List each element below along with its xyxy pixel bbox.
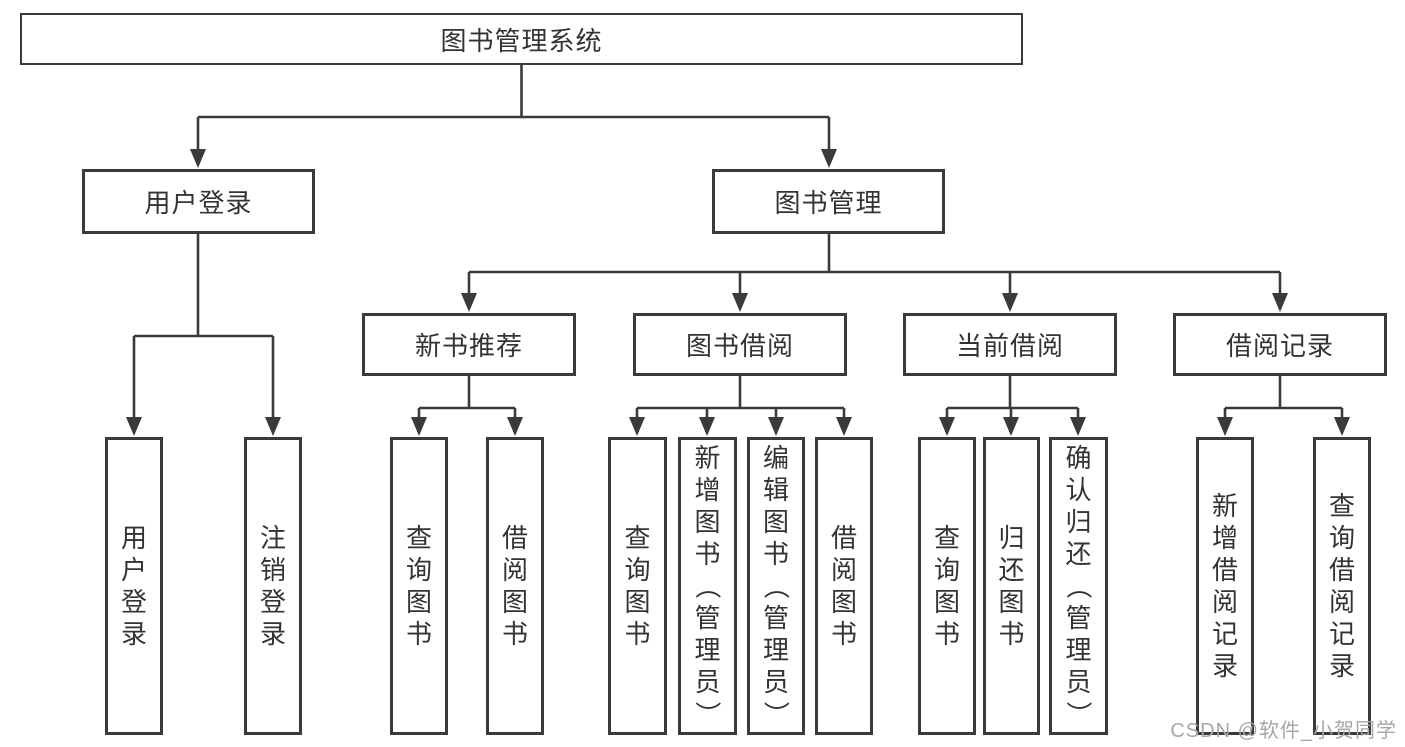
- node-user-login-label: 用户登录: [144, 188, 253, 218]
- node-leaf-bb-edit-books: 编辑图书（管理员）: [747, 437, 805, 735]
- node-leaf-cb-query-books-label: 查询图书: [933, 523, 960, 649]
- node-leaf-br-add-record: 新增借阅记录: [1196, 437, 1254, 735]
- node-leaf-logout-label: 注销登录: [259, 523, 286, 649]
- node-leaf-bb-borrow-books-label: 借阅图书: [830, 523, 857, 649]
- node-borrowing-records: 借阅记录: [1173, 313, 1387, 376]
- node-leaf-bb-borrow-books: 借阅图书: [815, 437, 873, 735]
- node-leaf-bb-edit-books-label: 编辑图书（管理员）: [761, 443, 791, 727]
- node-leaf-rec-borrow-books-label: 借阅图书: [501, 523, 528, 649]
- node-leaf-br-query-record-label: 查询借阅记录: [1328, 491, 1355, 681]
- node-leaf-br-query-record: 查询借阅记录: [1313, 437, 1371, 735]
- node-book-management: 图书管理: [712, 169, 945, 234]
- node-leaf-br-add-record-label: 新增借阅记录: [1211, 491, 1238, 681]
- node-book-borrowing-label: 图书借阅: [685, 331, 794, 361]
- node-current-borrowing-label: 当前借阅: [955, 331, 1064, 361]
- node-leaf-logout: 注销登录: [244, 437, 302, 735]
- node-leaf-user-login-label: 用户登录: [120, 523, 147, 649]
- node-leaf-bb-add-books-label: 新增图书（管理员）: [692, 443, 723, 727]
- node-leaf-bb-query-books-label: 查询图书: [624, 523, 651, 649]
- node-new-book-recommendation: 新书推荐: [362, 313, 576, 376]
- node-root: 图书管理系统: [20, 13, 1023, 65]
- node-user-login: 用户登录: [82, 169, 315, 234]
- node-leaf-cb-return-books: 归还图书: [983, 437, 1040, 735]
- node-leaf-cb-confirm-return-label: 确认归还（管理员）: [1063, 443, 1094, 727]
- node-new-book-recommendation-label: 新书推荐: [414, 331, 523, 361]
- node-leaf-rec-borrow-books: 借阅图书: [486, 437, 544, 735]
- node-book-management-label: 图书管理: [774, 188, 883, 218]
- node-leaf-cb-return-books-label: 归还图书: [998, 523, 1025, 649]
- node-leaf-bb-add-books: 新增图书（管理员）: [678, 437, 737, 735]
- node-leaf-rec-query-books: 查询图书: [390, 437, 448, 735]
- node-current-borrowing: 当前借阅: [903, 313, 1117, 376]
- node-book-borrowing: 图书借阅: [633, 313, 847, 376]
- node-leaf-rec-query-books-label: 查询图书: [405, 523, 432, 649]
- node-leaf-user-login: 用户登录: [105, 437, 163, 735]
- node-borrowing-records-label: 借阅记录: [1225, 331, 1334, 361]
- node-root-label: 图书管理系统: [440, 25, 603, 56]
- watermark: CSDN @软件_小贺同学: [1170, 720, 1397, 742]
- node-leaf-cb-query-books: 查询图书: [918, 437, 976, 735]
- node-leaf-cb-confirm-return: 确认归还（管理员）: [1049, 437, 1108, 735]
- node-leaf-bb-query-books: 查询图书: [608, 437, 667, 735]
